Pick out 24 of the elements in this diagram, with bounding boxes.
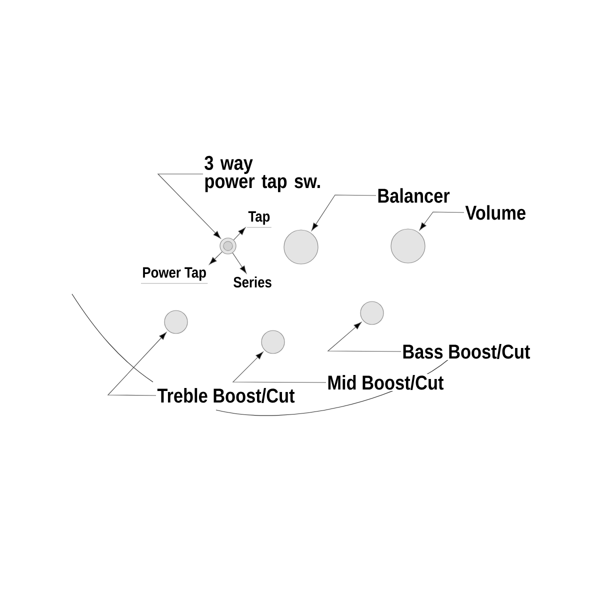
arrow	[232, 252, 247, 274]
position-label: Power Tap	[141, 266, 208, 282]
knob-circle	[261, 330, 285, 354]
callout-label: Volume	[464, 204, 528, 221]
arrow	[209, 252, 222, 265]
knob-circle	[164, 310, 188, 334]
leader-line	[157, 174, 221, 239]
position-label: Tap	[247, 210, 272, 226]
leader-line	[107, 332, 167, 396]
callout-label: Mid Boost/Cut	[326, 374, 445, 391]
callout-label: Bass Boost/Cut	[401, 343, 532, 360]
position-label: Series	[232, 276, 273, 289]
leader-line	[311, 194, 376, 231]
leader-line	[327, 322, 402, 352]
knob-circle	[360, 301, 384, 325]
callout-label: 3 way power tap sw.	[203, 154, 324, 194]
callout-label: Balancer	[376, 187, 451, 204]
leader-line	[232, 352, 326, 383]
knob-circle	[284, 230, 318, 264]
knob-circle	[390, 228, 426, 264]
leader-line	[419, 212, 464, 230]
switch-knob	[220, 238, 236, 254]
callout-label: Treble Boost/Cut	[156, 387, 296, 404]
arrow	[233, 227, 246, 240]
